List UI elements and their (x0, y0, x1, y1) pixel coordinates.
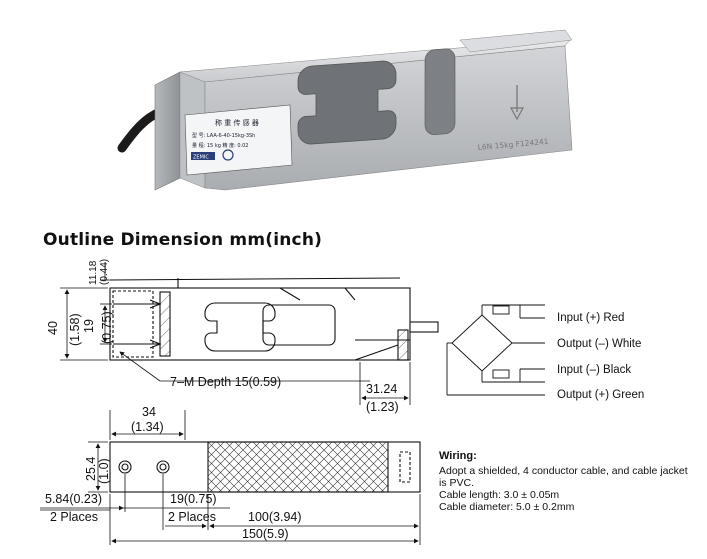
plate-line-title: 称 重 传 感 器 (215, 118, 259, 127)
strain-zone-hatch (207, 441, 389, 493)
dim-40: 40 (46, 321, 60, 335)
cable (117, 107, 165, 153)
dim-19-side: 19 (82, 319, 96, 333)
wiring-line-cable: Adopt a shielded, 4 conductor cable, and… (439, 465, 688, 489)
dim-150: 150(5.9) (242, 527, 289, 541)
places-mid: 2 Places (168, 510, 216, 524)
side-view-dimensions (60, 262, 112, 361)
side-view (109, 277, 439, 361)
top-view (109, 441, 421, 493)
dim-40-inch: (1.58) (68, 313, 82, 346)
dim-25-4-inch: (1.0) (97, 458, 111, 484)
places-left: 2 Places (50, 510, 98, 524)
wire-output-minus-white: Output (–) White (557, 338, 641, 350)
load-cell-photo: 称 重 传 感 器 型 号: LAA-6-40-15kg-3Sh 量 程: 15… (117, 29, 573, 191)
dim-25-4: 25.4 (84, 457, 98, 481)
dim-5-84: 5.84(0.23) (45, 492, 102, 506)
load-direction-arrow-icon (509, 107, 525, 121)
dim-31-24: 31.24 (366, 382, 397, 396)
bridge-circuit (446, 304, 545, 396)
plate-line-capacity: 量 程: 15 kg 精 度: 0.02 (192, 142, 248, 149)
wire-input-minus-black: Input (–) Black (557, 364, 631, 376)
bone-window (297, 60, 397, 145)
dim-34: 34 (142, 405, 156, 419)
wire-output-plus-green: Output (+) Green (557, 389, 644, 401)
wiring-notes: Wiring: Adopt a shielded, 4 conductor ca… (439, 450, 689, 513)
plate-brand: ZEMIC (193, 155, 209, 161)
dim-19-side-inch: (0.75) (100, 311, 114, 344)
resistor-top (492, 305, 510, 315)
dim-11-18: 11.18 (88, 260, 99, 285)
dim-19-top: 19(0.75) (170, 492, 217, 506)
thread-note: 7–M Depth 15(0.59) (170, 375, 281, 389)
wiring-line-diameter: Cable diameter: 5.0 ± 0.2mm (439, 501, 575, 513)
dim-100: 100(3.94) (248, 510, 302, 524)
side-view-body (109, 287, 411, 361)
outline-dimension-heading: Outline Dimension mm(inch) (43, 230, 323, 250)
wiring-line-length: Cable length: 3.0 ± 0.05m (439, 489, 560, 501)
dim-34-inch: (1.34) (131, 420, 164, 434)
plate-line-model: 型 号: LAA-6-40-15kg-3Sh (192, 132, 255, 139)
dim-31-24-inch: (1.23) (366, 400, 399, 414)
brand-logo-icon (222, 149, 234, 161)
dim-11-18-inch: (0.44) (99, 259, 110, 285)
bone-window-outline (204, 302, 276, 352)
wire-input-plus-red: Input (+) Red (557, 312, 624, 324)
end-face (154, 71, 181, 191)
dimension-drawing: 40 (1.58) 19 (0.75) 11.18 (0.44) 7–M Dep… (40, 259, 644, 545)
resistor-bottom (492, 369, 510, 379)
label-plate (184, 104, 293, 176)
wiring-title: Wiring: (439, 450, 477, 462)
